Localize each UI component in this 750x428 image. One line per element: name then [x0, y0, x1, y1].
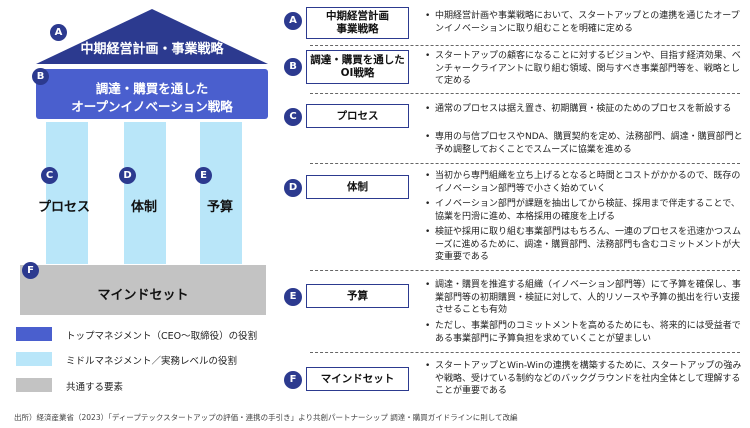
- row-f-title: マインドセット: [306, 367, 409, 391]
- row-f-badge: F: [284, 371, 302, 389]
- row-e-title: 予算: [306, 284, 409, 308]
- row-e-bullet-2: ただし、事業部門のコミットメントを高めるためにも、将来的には受益者である事業部門…: [425, 320, 743, 345]
- pillar-budget-badge: E: [195, 167, 212, 184]
- row-c-bullet-1: 通常のプロセスは据え置き、初期購買・検証のためのプロセスを新設する: [425, 103, 743, 116]
- pillar-process-label: プロセス: [38, 200, 91, 215]
- row-f-bullet-1: スタートアップとWin-Winの連携を構築するために、スタートアップの強みや戦略…: [425, 360, 743, 398]
- row-d-bullet-2: イノベーション部門が課題を抽出してから検証、採用まで伴走することで、協業を円滑に…: [425, 198, 743, 223]
- pillar-organization-badge: D: [119, 167, 136, 184]
- legend-label-common: 共通する要素: [66, 382, 124, 393]
- row-d-badge: D: [284, 179, 302, 197]
- pillar-organization-label: 体制: [131, 200, 158, 215]
- row-b-title-line1: 調達・購買を通した: [310, 54, 405, 66]
- row-c-title: プロセス: [306, 104, 409, 128]
- strategy-beam: [36, 69, 268, 119]
- row-c-bullet-2: 専用の与信プロセスやNDA、購買契約を定め、法務部門、調達・購買部門と予め調整し…: [425, 131, 743, 156]
- roof-title: 中期経営計画・事業戦略: [80, 42, 224, 57]
- pillar-organization: [124, 122, 166, 264]
- legend-swatch-top: [16, 327, 52, 341]
- beam-title-line1: 調達・購買を通した: [95, 81, 209, 96]
- row-divider: [310, 163, 740, 164]
- source-note: 出所）経済産業省（2023）「ディープテックスタートアップの評価・連携の手引き」…: [14, 413, 518, 422]
- row-d-bullet-1: 当初から専門組織を立ち上げるとなると時間とコストがかかるので、既存のイノベーショ…: [425, 170, 743, 195]
- row-b-badge: B: [284, 58, 302, 76]
- row-b-title-line2: OI戦略: [340, 67, 375, 79]
- row-a-title-line2: 事業戦略: [336, 23, 379, 35]
- base-title: マインドセット: [97, 288, 189, 303]
- beam-badge: B: [32, 68, 49, 85]
- row-a-bullet-1: 中期経営計画や事業戦略において、スタートアップとの連携を通じたオープンイノベーシ…: [425, 10, 743, 35]
- row-divider: [310, 93, 740, 94]
- row-a-badge: A: [284, 12, 302, 30]
- roof-badge: A: [50, 24, 67, 41]
- pillar-budget: [200, 122, 242, 264]
- pillar-budget-label: 予算: [207, 200, 234, 215]
- row-b-bullet-1: スタートアップの顧客になることに対するビジョンや、目指す経済効果、ベンチャークラ…: [425, 50, 743, 88]
- roof-shape: [36, 9, 268, 64]
- legend-label-top: トップマネジメント（CEO〜取締役）の役割: [66, 331, 258, 342]
- pillar-process-badge: C: [41, 167, 58, 184]
- row-c-badge: C: [284, 108, 302, 126]
- legend-label-middle: ミドルマネジメント／実務レベルの役割: [66, 356, 238, 367]
- row-b-title: 調達・購買を通した OI戦略: [306, 50, 409, 84]
- legend-swatch-middle: [16, 352, 52, 366]
- row-e-badge: E: [284, 288, 302, 306]
- row-divider: [310, 352, 740, 353]
- pillar-process: [46, 122, 88, 264]
- beam-title-line2: オープンイノベーション戦略: [71, 99, 233, 114]
- row-d-bullet-3: 検証や採用に取り組む事業部門はもちろん、一連のプロセスを迅速かつスムーズに進める…: [425, 226, 743, 264]
- row-divider: [310, 270, 740, 271]
- row-d-title: 体制: [306, 175, 409, 199]
- row-a-title-line1: 中期経営計画: [326, 10, 389, 22]
- row-divider: [310, 45, 740, 46]
- row-e-bullet-1: 調達・購買を推進する組織（イノベーション部門等）にて予算を確保し、事業部門等の初…: [425, 279, 743, 317]
- mindset-base: [20, 265, 266, 315]
- legend-swatch-common: [16, 378, 52, 392]
- base-badge: F: [22, 262, 39, 279]
- row-a-title: 中期経営計画 事業戦略: [306, 7, 409, 39]
